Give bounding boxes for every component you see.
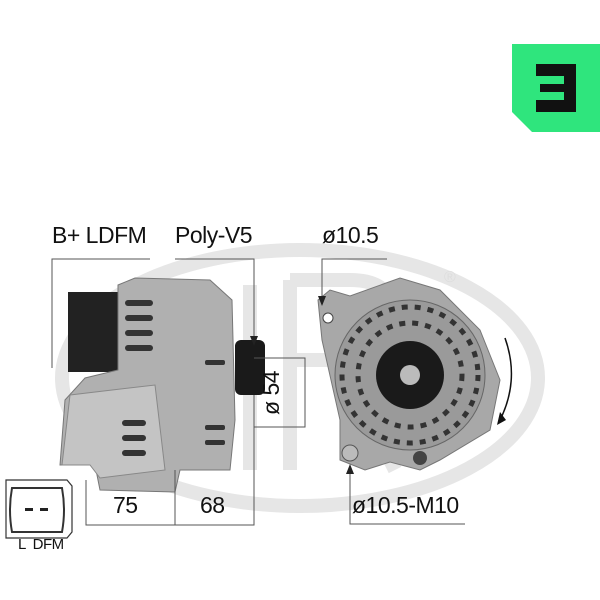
alternator-side-view [59, 277, 265, 493]
label-connector-top: B+ LDFM [52, 222, 147, 248]
rotation-arrow-icon [499, 337, 513, 421]
label-dim-75: 75 [113, 492, 138, 518]
label-plug-pins: L DFM [18, 536, 64, 553]
label-belt-type: Poly-V5 [175, 222, 253, 248]
era-logo-icon [512, 44, 600, 132]
registered-mark: ® [444, 269, 456, 286]
label-bottom-hole: ø10.5-M10 [352, 492, 459, 518]
alternator-front-view [317, 277, 501, 471]
label-dim-68: 68 [200, 492, 225, 518]
label-top-hole: ø10.5 [322, 222, 379, 248]
pulley [235, 340, 265, 395]
dimension-lines [5, 258, 465, 539]
label-pulley-diameter: ø 54 [258, 370, 284, 415]
